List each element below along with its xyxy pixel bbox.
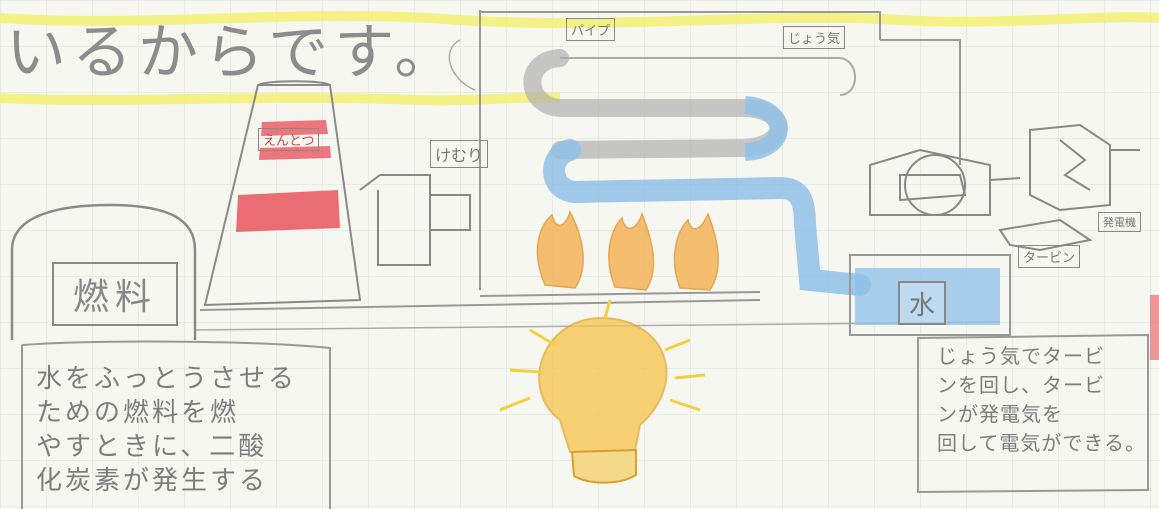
- water-label: 水: [898, 281, 946, 325]
- fuel-label: 燃料: [52, 262, 178, 326]
- pipe-label: パイプ: [566, 18, 615, 41]
- title-line: いるからです。: [6, 4, 460, 91]
- right-note-line: ンを回し、タービ: [937, 371, 1137, 400]
- smoke-label: けむり: [430, 140, 488, 168]
- right-note-line: ンが発電気を: [937, 400, 1137, 429]
- generator-label: 発電機: [1098, 212, 1141, 232]
- turbine-label: タービン: [1018, 245, 1080, 268]
- steam-label: じょう気: [783, 26, 845, 49]
- right-note: じょう気でタービ ンを回し、タービ ンが発電気を 回して電気ができる。: [937, 342, 1137, 458]
- left-note: 水をふっとうさせる ための燃料を燃 やすときに、二酸 化炭素が発生する: [36, 362, 336, 509]
- left-note-line: 化炭素が発生する: [36, 464, 336, 498]
- right-note-line: 回して電気ができる。: [937, 429, 1137, 458]
- chimney-label: えんとつ: [258, 128, 319, 151]
- highlighter-stroke-bottom: [0, 98, 560, 101]
- right-note-line: じょう気でタービ: [937, 342, 1137, 371]
- left-note-line: ための燃料を燃: [36, 396, 336, 430]
- left-note-line: 水をふっとうさせる: [36, 362, 336, 396]
- left-note-line: やすときに、二酸: [36, 430, 336, 464]
